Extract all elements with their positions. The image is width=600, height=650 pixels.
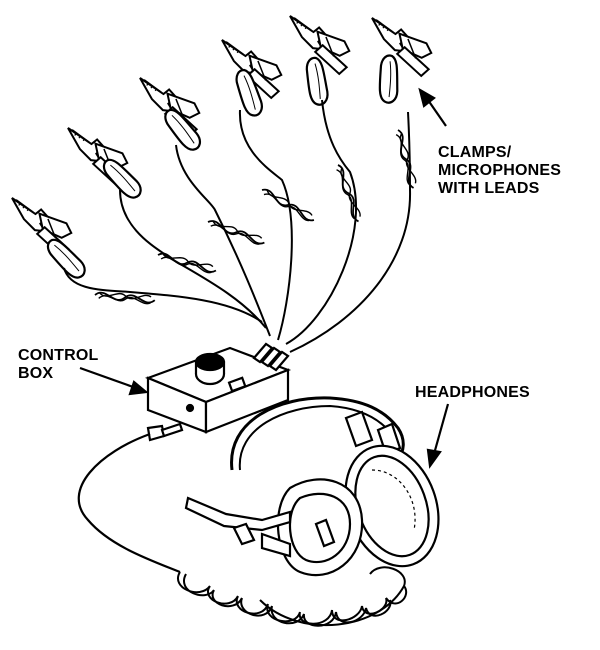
microphone-leads <box>64 100 410 352</box>
clamp-microphone-5 <box>290 11 351 107</box>
control-box-label-line-2: BOX <box>18 365 99 383</box>
clamp-microphone-3 <box>140 73 208 152</box>
clamp-microphone-2 <box>68 123 147 200</box>
headphone-cord <box>79 434 180 572</box>
clamp-microphone-1 <box>12 193 91 280</box>
clamps-microphones-label: CLAMPS/ MICROPHONES WITH LEADS <box>438 144 561 198</box>
control-box <box>148 344 288 440</box>
clamp-microphone-4 <box>222 35 283 118</box>
clamps-label-line-2: MICROPHONES <box>438 162 561 180</box>
clamps-label-line-1: CLAMPS/ <box>438 144 561 162</box>
control-box-label-line-1: CONTROL <box>18 347 99 365</box>
headphones-label: HEADPHONES <box>415 384 530 402</box>
clamps-label-line-3: WITH LEADS <box>438 180 561 198</box>
control-box-label: CONTROL BOX <box>18 347 99 383</box>
coiled-cord <box>178 567 406 625</box>
